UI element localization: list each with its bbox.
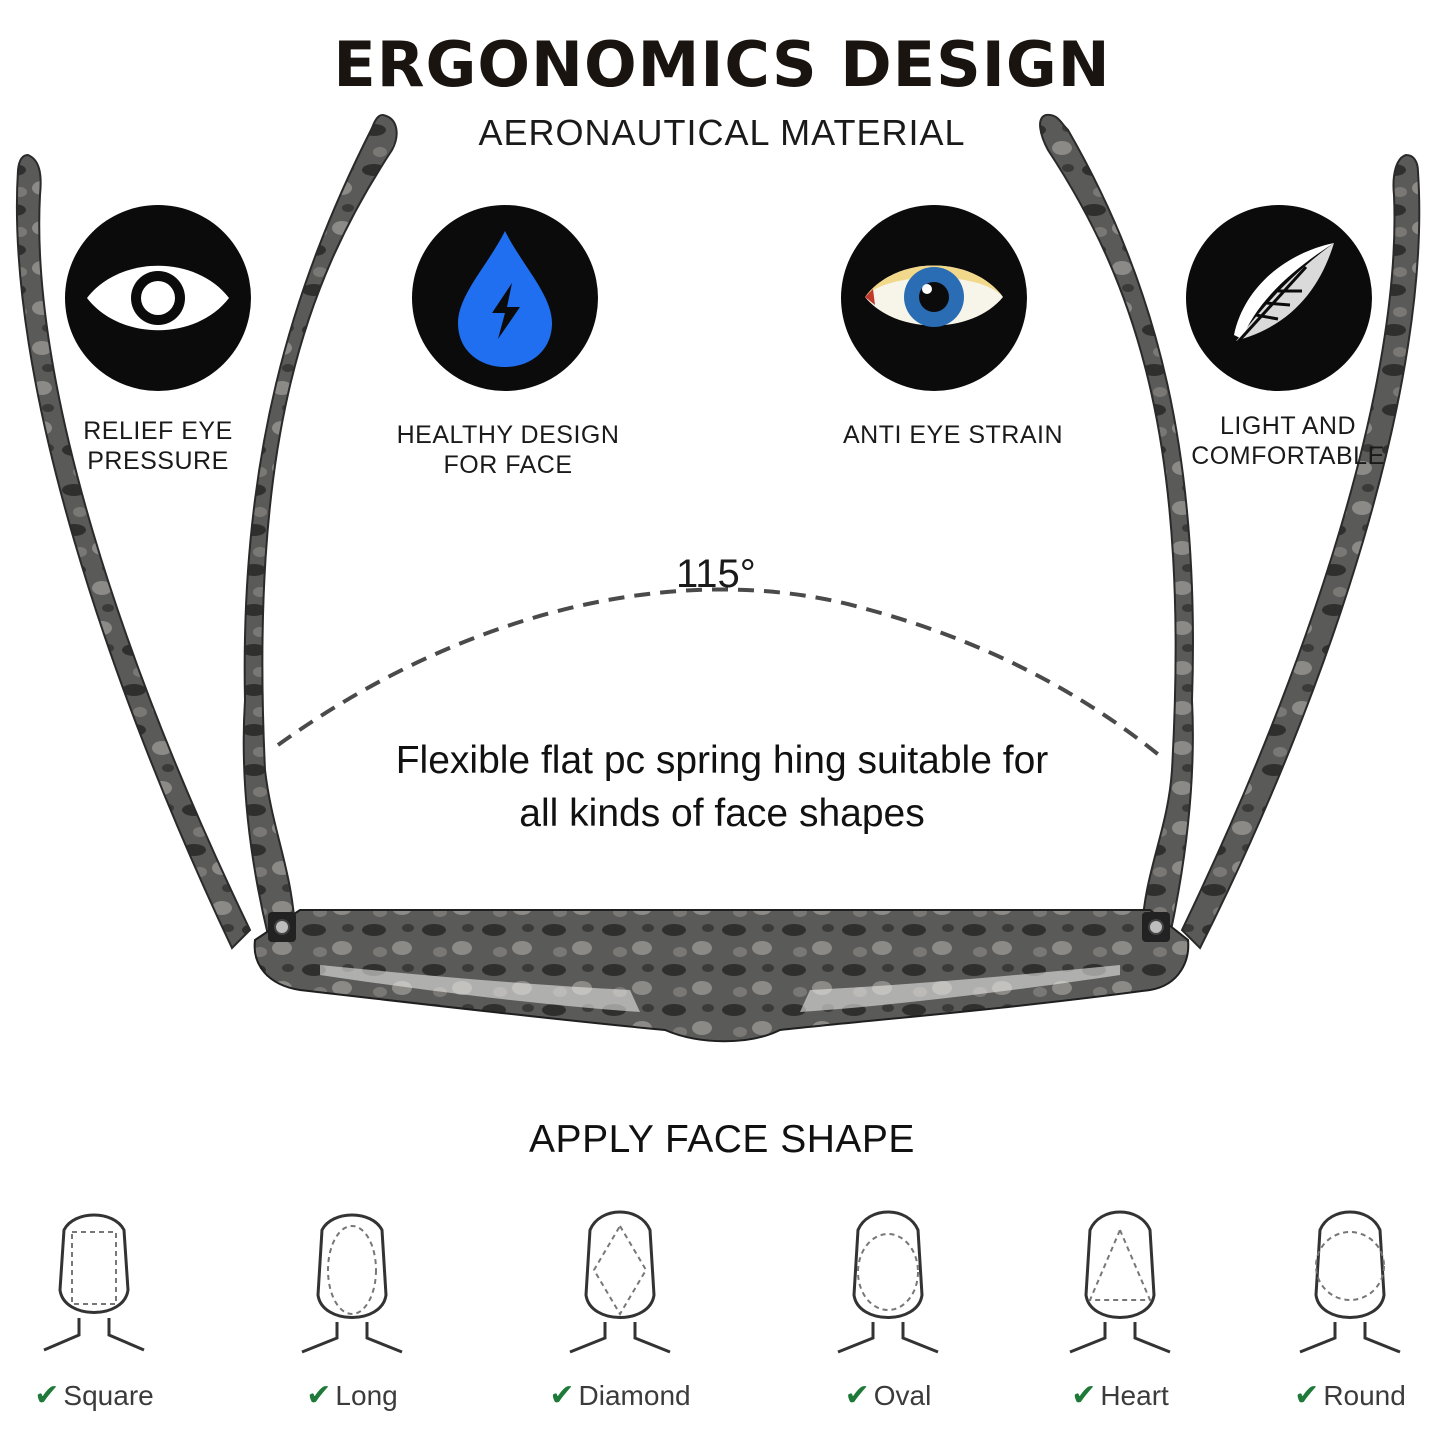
face-round-icon <box>1299 1210 1401 1354</box>
face-oval-icon <box>837 1210 939 1354</box>
realistic-eye-icon <box>841 205 1027 391</box>
face-shape-square: ✔Square <box>4 1200 184 1413</box>
face-shape-round: ✔Round <box>1260 1200 1440 1413</box>
feature-label-anti-strain: ANTI EYE STRAIN <box>842 421 1064 449</box>
face-diamond-icon <box>569 1210 671 1354</box>
hinge-description: Flexible flat pc spring hing suitable fo… <box>395 739 1049 835</box>
face-shape-diamond: ✔Diamond <box>530 1200 710 1413</box>
water-drop-bolt-icon <box>412 205 598 391</box>
checkmark-icon: ✔ <box>34 1379 60 1412</box>
hinge-angle-label: 115° <box>676 552 756 596</box>
checkmark-icon: ✔ <box>549 1379 575 1412</box>
feather-icon <box>1186 205 1372 391</box>
face-shape-long: ✔Long <box>262 1200 442 1413</box>
checkmark-icon: ✔ <box>844 1379 870 1412</box>
feature-label-healthy: HEALTHY DESIGN FOR FACE <box>396 421 620 479</box>
eye-outline-icon <box>65 205 251 391</box>
feature-label-relief: RELIEF EYE PRESSURE <box>83 417 233 475</box>
face-shape-title: APPLY FACE SHAPE <box>529 1118 915 1161</box>
face-long-icon <box>301 1213 403 1354</box>
face-shape-oval: ✔Oval <box>798 1200 978 1413</box>
checkmark-icon: ✔ <box>306 1379 332 1412</box>
face-shape-heart: ✔Heart <box>1030 1200 1210 1413</box>
feature-label-light: LIGHT AND COMFORTABLE <box>1191 412 1385 470</box>
checkmark-icon: ✔ <box>1294 1379 1320 1412</box>
face-square-icon <box>43 1213 145 1352</box>
page-subtitle: AERONAUTICAL MATERIAL <box>478 112 966 153</box>
face-heart-icon <box>1069 1210 1171 1354</box>
checkmark-icon: ✔ <box>1071 1379 1097 1412</box>
page-title: ERGONOMICS DESIGN <box>333 28 1111 101</box>
